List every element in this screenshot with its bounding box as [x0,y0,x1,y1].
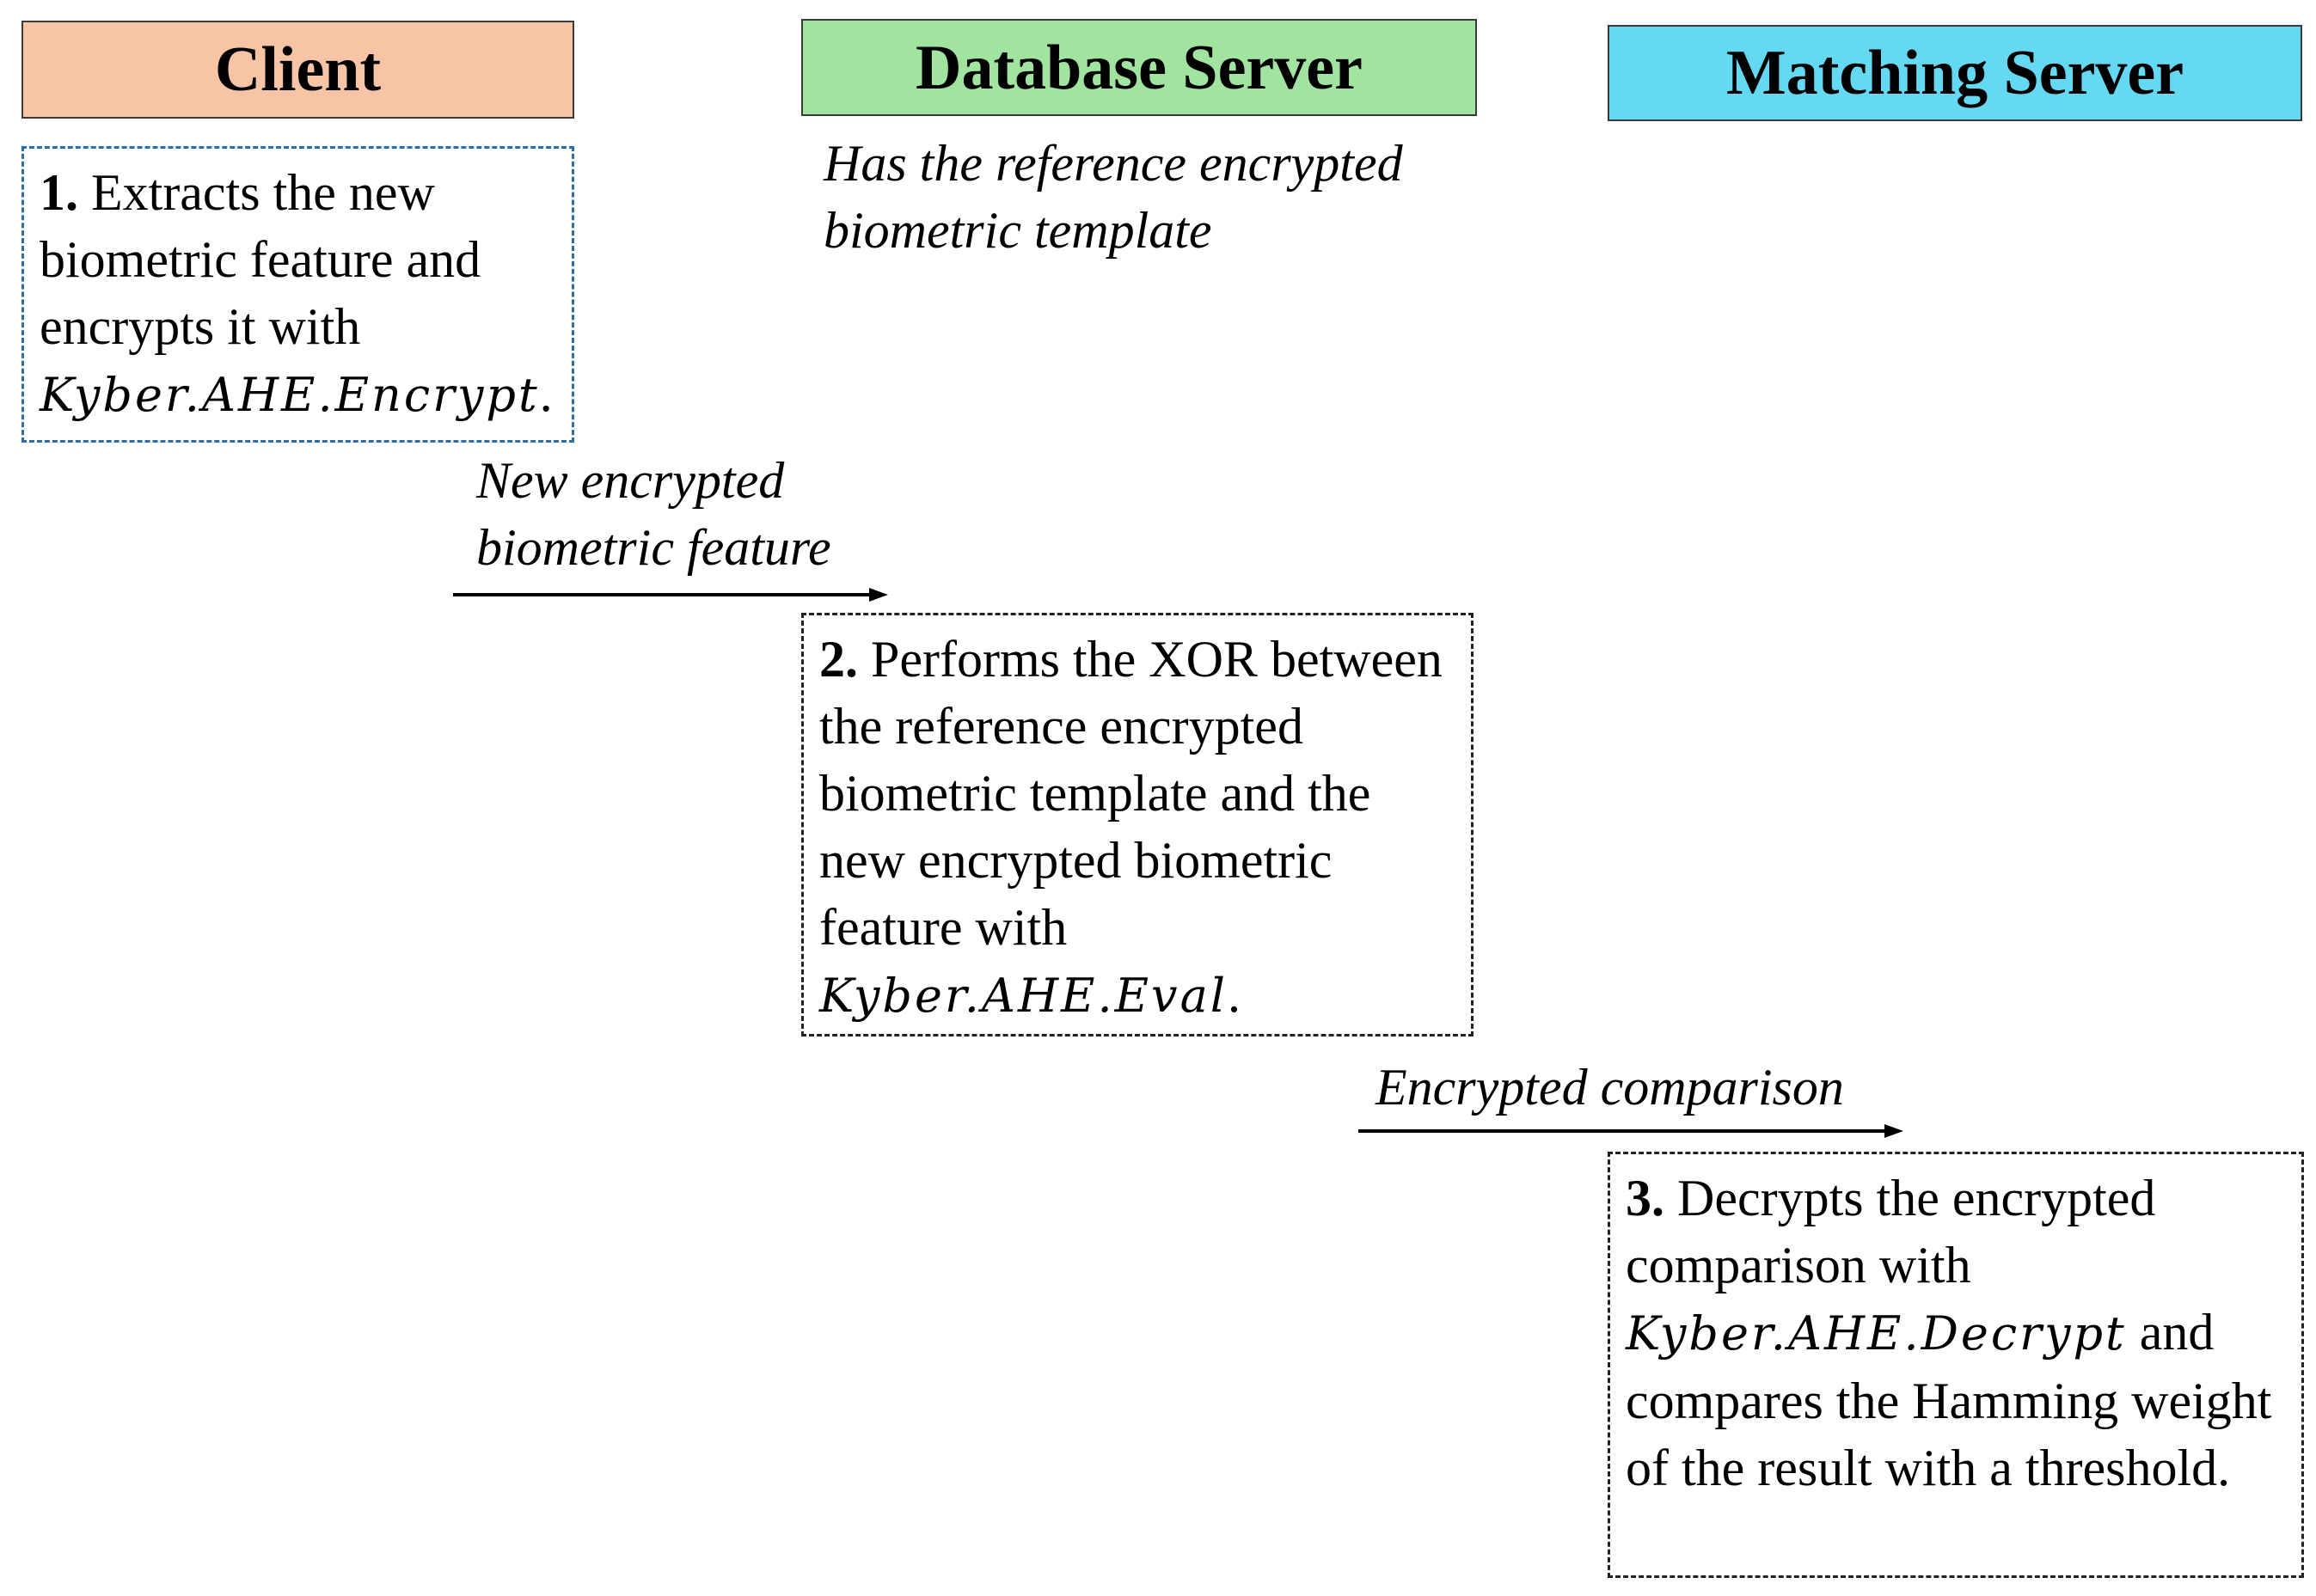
step-2-text: Performs the XOR between the reference e… [819,631,1443,956]
database-server-note-line1: Has the reference encrypted [824,135,1403,192]
step-1-text-after: . [539,365,553,422]
step-2-number: 2. [819,631,858,688]
database-to-matching-arrow [1358,1124,1903,1138]
step-1-number: 1. [40,164,78,221]
step-3-text: Decrypts the encrypted comparison with [1626,1170,2156,1293]
step-3-box: 3. Decrypts the encrypted comparison wit… [1608,1152,2304,1578]
step-2-math: Kyber.AHE.Eval [819,969,1228,1023]
message-encrypted-comparison: Encrypted comparison [1376,1054,1844,1121]
step-1-math: Kyber.AHE.Encrypt [40,368,540,422]
step-2-text-after: . [1228,966,1241,1023]
database-server-header-label: Database Server [916,32,1363,103]
message-encrypted-comparison-line1: Encrypted comparison [1376,1059,1844,1116]
database-server-note: Has the reference encrypted biometric te… [824,130,1403,264]
step-1-text: Extracts the new biometric feature and e… [40,164,481,355]
database-server-note-line2: biometric template [824,202,1212,259]
client-header: Client [21,21,574,119]
matching-server-header-label: Matching Server [1725,38,2184,108]
step-3-number: 3. [1626,1170,1664,1226]
database-server-header: Database Server [801,19,1477,116]
step-1-box: 1. Extracts the new biometric feature an… [21,146,574,443]
step-2-box: 2. Performs the XOR between the referenc… [801,613,1474,1036]
message-new-encrypted-feature-line1: New encrypted [476,452,785,509]
step-3-math: Kyber.AHE.Decrypt [1626,1306,2127,1361]
client-to-database-arrow [453,588,888,602]
step-3-text-after: and compares the Hamming weight of the r… [1626,1304,2272,1496]
matching-server-header: Matching Server [1608,25,2302,121]
message-new-encrypted-feature: New encrypted biometric feature [476,447,831,581]
message-new-encrypted-feature-line2: biometric feature [476,519,831,576]
client-header-label: Client [214,34,382,105]
